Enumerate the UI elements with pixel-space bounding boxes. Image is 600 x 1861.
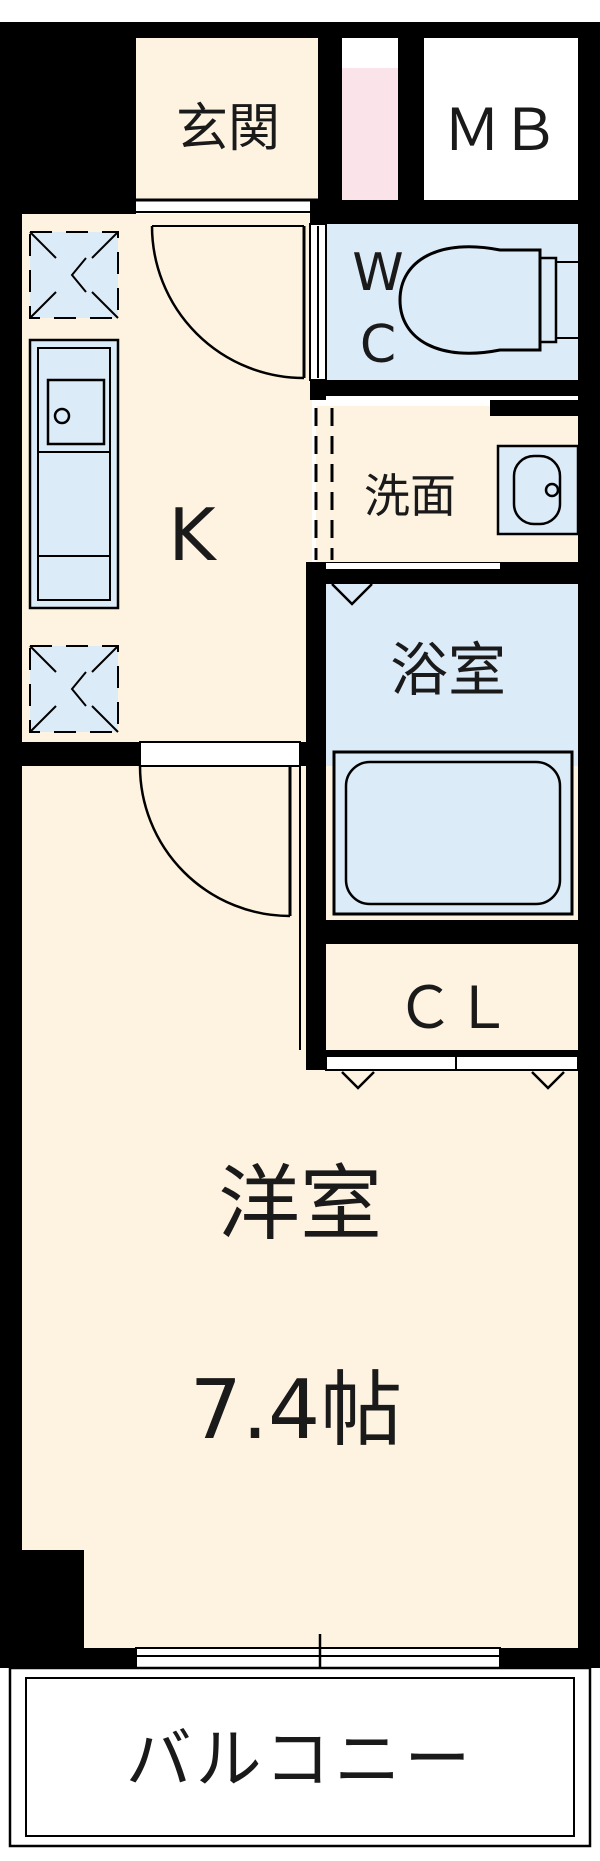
room-door-swing [138, 765, 291, 918]
kitchen-cabinet-bottom [29, 645, 119, 733]
walls [0, 22, 600, 1668]
entrance-door-swing [150, 225, 305, 380]
washroom-label: 洗面 [364, 469, 456, 523]
bathtub-icon [332, 750, 574, 916]
western-room-label: 洋室 [218, 1157, 382, 1252]
balcony-label: バルコニー [126, 1721, 475, 1798]
kitchen-cabinet-top [29, 231, 119, 319]
bathroom-label: 浴室 [390, 636, 506, 704]
sink-icon [46, 378, 106, 446]
toilet-label-w: W [352, 243, 403, 303]
entrance-floor [136, 36, 318, 200]
room-door-frame [139, 741, 301, 767]
toilet-label-c: C [360, 315, 396, 375]
meter-box-area [424, 36, 578, 200]
toilet-icon [398, 245, 578, 355]
entrance-label: 玄関 [176, 99, 280, 159]
western-room-size: 7.4帖 [190, 1363, 402, 1458]
bath-door-marker [331, 583, 373, 606]
closet-label: ＣＬ [396, 974, 512, 1042]
balcony-area [8, 1666, 592, 1848]
kitchen-label: K [168, 493, 217, 577]
meter-box-label: ＭＢ [443, 96, 559, 164]
closet-door-markers [325, 1055, 579, 1090]
washbasin-icon [496, 444, 580, 536]
